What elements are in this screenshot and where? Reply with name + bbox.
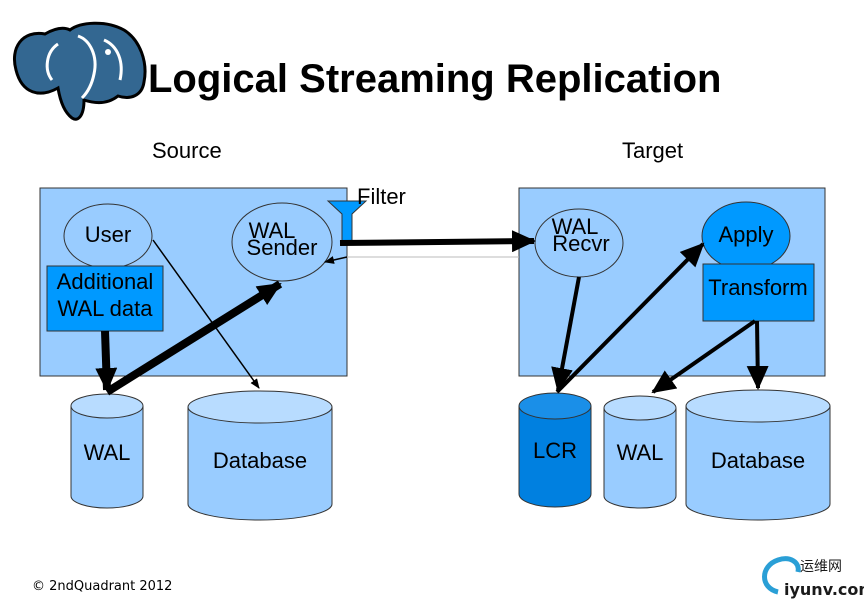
watermark-swirl-icon bbox=[762, 556, 801, 595]
source-wal-cylinder bbox=[70, 393, 144, 509]
lcr-label: LCR bbox=[533, 438, 577, 463]
wal-sender-label-line2: Sender bbox=[247, 235, 318, 260]
additional-wal-label-line1: Additional bbox=[57, 269, 154, 294]
footer-copyright: © 2ndQuadrant 2012 bbox=[32, 579, 172, 594]
filter-label: Filter bbox=[357, 184, 406, 209]
filter-return-arrow bbox=[324, 256, 348, 264]
transform-to-wal-arrow bbox=[651, 319, 757, 394]
target-database-label: Database bbox=[711, 448, 805, 473]
transform-to-database-arrow bbox=[746, 320, 769, 390]
user-label: User bbox=[85, 222, 131, 247]
user-to-database-arrow bbox=[152, 239, 260, 389]
source-database-label: Database bbox=[213, 448, 307, 473]
source-label: Source bbox=[152, 138, 222, 163]
stream-to-recvr-arrow bbox=[339, 230, 536, 253]
wal-sender-label-line1: WAL bbox=[249, 218, 296, 243]
watermark-logo: 运维网 iyunv.com bbox=[762, 556, 864, 599]
recvr-to-lcr-arrow bbox=[551, 276, 581, 392]
target-database-cylinder bbox=[685, 389, 831, 521]
watermark-cn: 运维网 bbox=[800, 559, 842, 575]
target-wal-cylinder bbox=[603, 395, 677, 509]
wal-sender-node bbox=[231, 202, 333, 282]
apply-label: Apply bbox=[718, 222, 773, 247]
lcr-cylinder bbox=[518, 392, 592, 508]
source-database-cylinder bbox=[187, 390, 333, 521]
target-wal-label: WAL bbox=[617, 440, 664, 465]
transform-box bbox=[702, 263, 815, 322]
wal-to-sender-arrow bbox=[104, 280, 283, 396]
additional-to-wal-arrow bbox=[95, 330, 118, 392]
wal-recvr-label-line2: Recvr bbox=[552, 231, 609, 256]
transform-label: Transform bbox=[708, 275, 807, 300]
additional-wal-label-line2: WAL data bbox=[58, 296, 154, 321]
source-wal-label: WAL bbox=[84, 440, 131, 465]
lcr-to-apply-arrow bbox=[555, 242, 705, 394]
target-label: Target bbox=[622, 138, 683, 163]
watermark-url: iyunv.com bbox=[784, 580, 864, 599]
page-title: Logical Streaming Replication bbox=[148, 57, 721, 101]
postgresql-elephant-logo bbox=[13, 21, 147, 121]
wal-recvr-label-line1: WAL bbox=[552, 214, 599, 239]
